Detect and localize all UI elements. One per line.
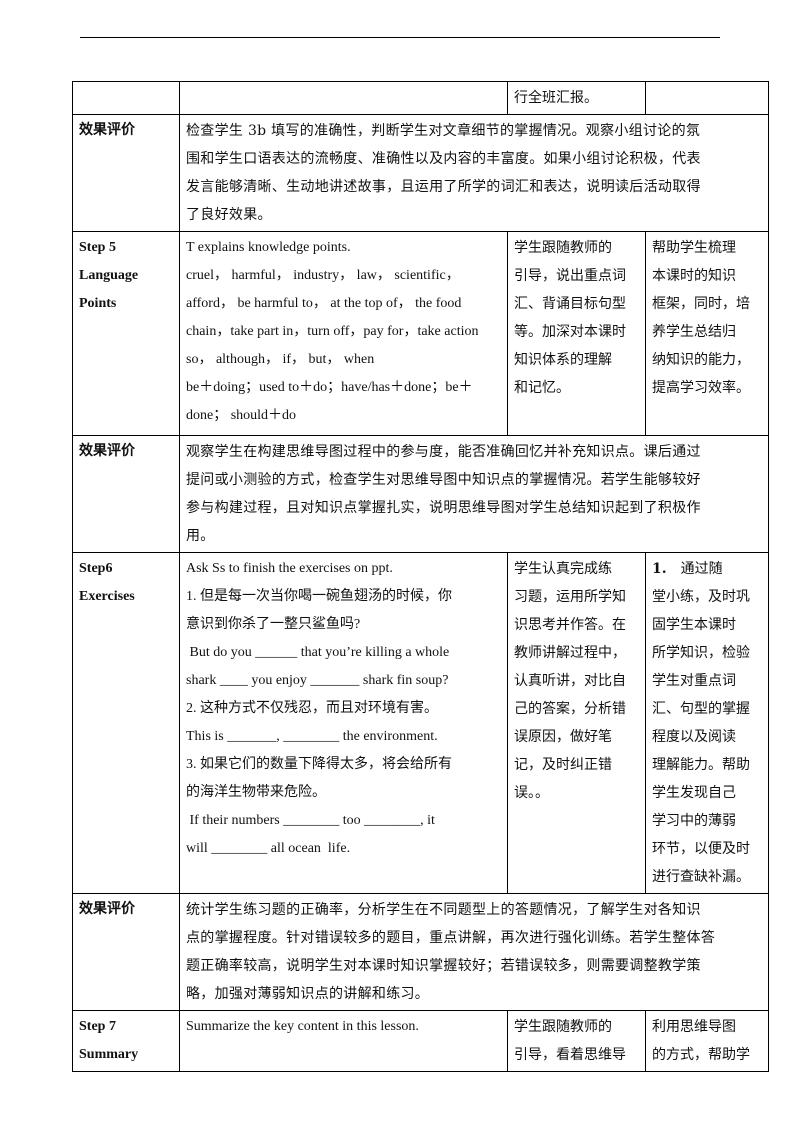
evaluation-text: 观察学生在构建思维导图过程中的参与度，能否准确回忆并补充知识点。课后通过 提问或… [179, 435, 769, 553]
design-purpose: 利用思维导图 的方式，帮助学 [645, 1010, 769, 1072]
table-row-evaluation-2: 效果评价 观察学生在构建思维导图过程中的参与度，能否准确回忆并补充知识点。课后通… [72, 435, 769, 553]
teacher-activity: T explains knowledge points. cruel， harm… [179, 231, 508, 436]
continuation-student-activity: 行全班汇报。 [507, 81, 646, 115]
lesson-plan-table: 行全班汇报。 效果评价 检查学生 3b 填写的准确性，判断学生对文章细节的掌握情… [72, 81, 769, 1072]
table-row-step-5: Step 5 Language Points T explains knowle… [72, 231, 769, 436]
table-row-evaluation-3: 效果评价 统计学生练习题的正确率，分析学生在不同题型上的答题情况，了解学生对各知… [72, 893, 769, 1011]
evaluation-label: 效果评价 [72, 435, 180, 553]
design-purpose: 帮助学生梳理 本课时的知识 框架，同时，培 养学生总结归 纳知识的能力， 提高学… [645, 231, 769, 436]
teacher-activity: Ask Ss to finish the exercises on ppt. 1… [179, 552, 508, 894]
evaluation-label: 效果评价 [72, 114, 180, 232]
step-label: Step 7 Summary [72, 1010, 180, 1072]
step-label: Step 5 Language Points [72, 231, 180, 436]
cell-empty [72, 81, 180, 115]
cell-empty [179, 81, 508, 115]
table-row-continuation: 行全班汇报。 [72, 81, 769, 115]
teacher-activity: Summarize the key content in this lesson… [179, 1010, 508, 1072]
table-row-step-7: Step 7 Summary Summarize the key content… [72, 1010, 769, 1072]
table-row-evaluation-1: 效果评价 检查学生 3b 填写的准确性，判断学生对文章细节的掌握情况。观察小组讨… [72, 114, 769, 232]
evaluation-label: 效果评价 [72, 893, 180, 1011]
evaluation-text: 检查学生 3b 填写的准确性，判断学生对文章细节的掌握情况。观察小组讨论的氛 围… [179, 114, 769, 232]
evaluation-text: 统计学生练习题的正确率，分析学生在不同题型上的答题情况，了解学生对各知识 点的掌… [179, 893, 769, 1011]
step-label: Step6 Exercises [72, 552, 180, 894]
student-activity: 学生跟随教师的 引导，说出重点词 汇、背诵目标句型 等。加深对本课时 知识体系的… [507, 231, 646, 436]
cell-empty [645, 81, 769, 115]
student-activity: 学生跟随教师的 引导，看着思维导 [507, 1010, 646, 1072]
student-activity: 学生认真完成练 习题，运用所学知 识思考并作答。在 教师讲解过程中， 认真听讲，… [507, 552, 646, 894]
design-purpose: 1. 通过随 堂小练，及时巩 固学生本课时 所学知识，检验 学生对重点词 汇、句… [645, 552, 769, 894]
table-row-step-6: Step6 Exercises Ask Ss to finish the exe… [72, 552, 769, 894]
header-rule [80, 37, 720, 38]
